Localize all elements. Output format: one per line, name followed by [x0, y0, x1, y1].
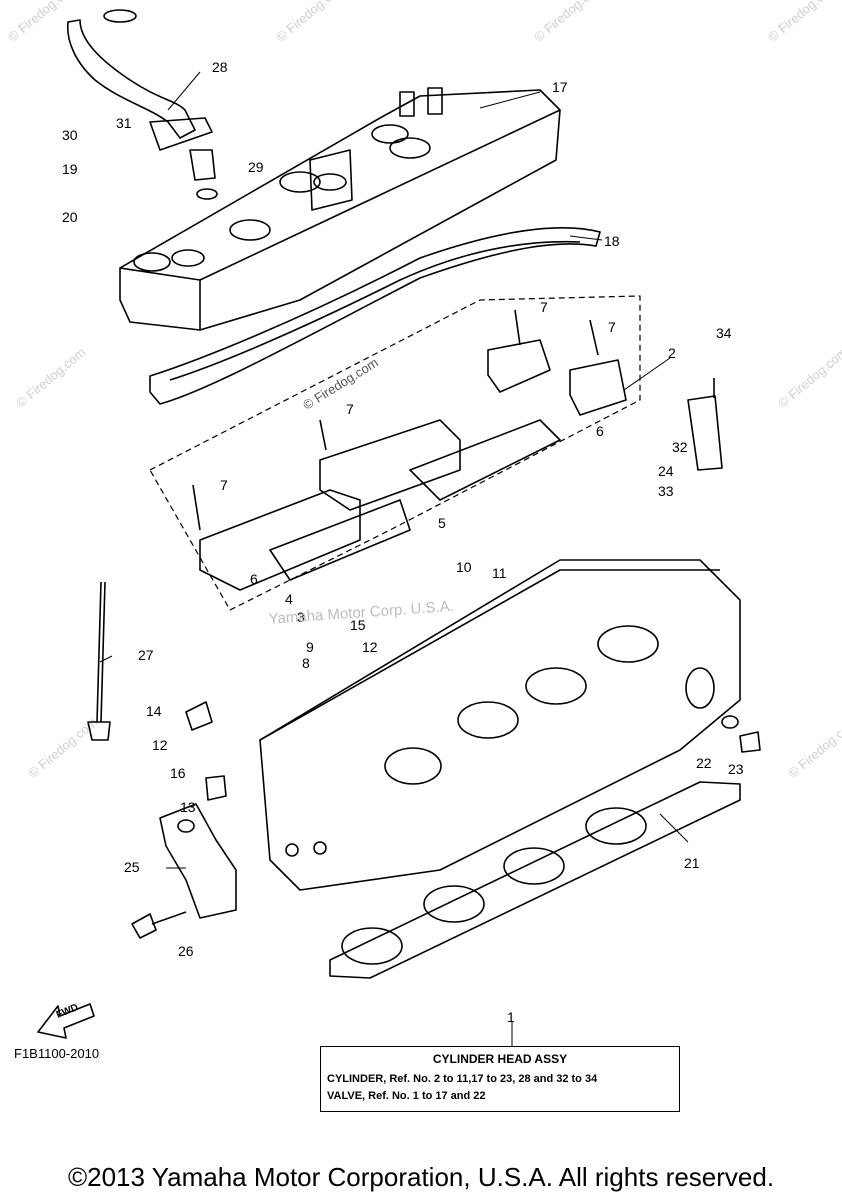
callout: 20: [62, 209, 78, 225]
diagram-code: F1B1100-2010: [14, 1046, 100, 1061]
callout: 29: [248, 159, 264, 175]
callout: 4: [285, 591, 293, 607]
callout: 6: [596, 423, 604, 439]
bracket: [159, 803, 237, 919]
callout: 7: [608, 319, 616, 335]
info-box-line: VALVE, Ref. No. 1 to 17 and 22: [327, 1090, 486, 1102]
callout: 26: [178, 943, 194, 959]
leader-lines: [99, 71, 689, 1046]
assembly-info-box: CYLINDER HEAD ASSY CYLINDER, Ref. No. 2 …: [320, 1046, 680, 1112]
callout: 19: [62, 161, 78, 177]
callout: 7: [220, 477, 228, 493]
cylinder-head-cover: [119, 87, 561, 331]
callout: 15: [350, 617, 366, 633]
camshaft-cap-group: [149, 295, 641, 611]
copyright-footer: ©2013 Yamaha Motor Corporation, U.S.A. A…: [67, 1162, 775, 1192]
callout: 31: [116, 115, 132, 131]
callout: 30: [62, 127, 78, 143]
head-gasket: [329, 781, 741, 979]
callout: 13: [180, 799, 196, 815]
callout: 27: [138, 647, 154, 663]
fwd-indicator: FWD: [34, 994, 96, 1034]
cam-sensor: [687, 378, 723, 471]
callout: 32: [672, 439, 688, 455]
callouts: 1 2 3 4 5 6 6 7 7 7 7 8 9 10 11 12 12 13…: [62, 59, 744, 1025]
callout: 14: [146, 703, 162, 719]
callout: 24: [658, 463, 674, 479]
callout: 16: [170, 765, 186, 781]
callout: 33: [658, 483, 674, 499]
info-box-line: CYLINDER, Ref. No. 2 to 11,17 to 23, 28 …: [327, 1073, 598, 1085]
callout: 6: [250, 571, 258, 587]
callout: 28: [212, 59, 228, 75]
breather-hose: [66, 9, 218, 200]
callout: 2: [668, 345, 676, 361]
callout: 10: [456, 559, 472, 575]
callout: 7: [540, 299, 548, 315]
callout: 17: [552, 79, 568, 95]
long-bolt: [87, 581, 111, 741]
callout: 18: [604, 233, 620, 249]
diagram-watermark: © Firedog.com: [300, 355, 380, 413]
callout: 5: [438, 515, 446, 531]
callout: 7: [346, 401, 354, 417]
callout: 23: [728, 761, 744, 777]
callout: 12: [152, 737, 168, 753]
cylinder-head: [259, 559, 741, 891]
callout: 8: [302, 655, 310, 671]
callout: 22: [696, 755, 712, 771]
fwd-arrow: [37, 1003, 95, 1039]
callout: 21: [684, 855, 700, 871]
callout: 1: [507, 1009, 515, 1025]
info-box-title: CYLINDER HEAD ASSY: [432, 1052, 568, 1066]
fwd-label: FWD: [54, 1002, 81, 1021]
callout: 3: [297, 609, 305, 625]
callout: 9: [306, 639, 314, 655]
callout: 34: [716, 325, 732, 341]
callout: 12: [362, 639, 378, 655]
bolts: [131, 701, 761, 939]
callout: 25: [124, 859, 140, 875]
camshaft-caps: [192, 309, 627, 591]
callout: 11: [492, 565, 507, 581]
